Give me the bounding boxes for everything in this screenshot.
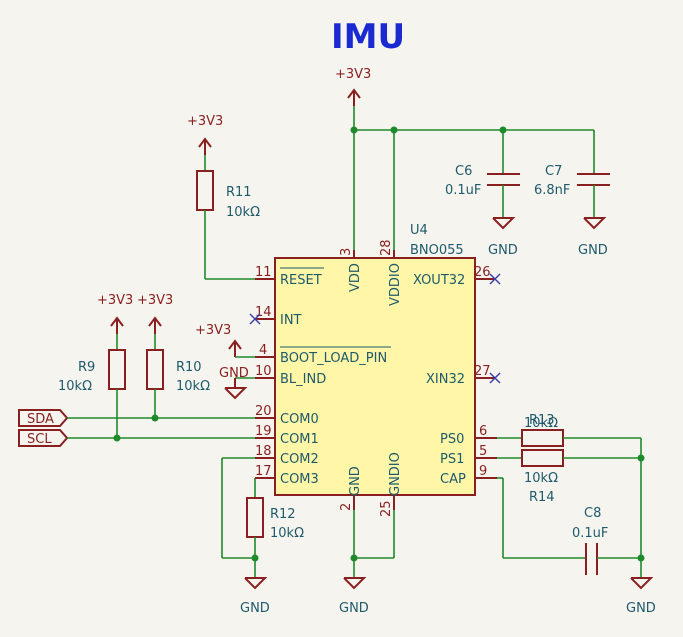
r13-value-label: 10kΩ <box>524 416 558 431</box>
ic-ref: U4 <box>410 223 428 238</box>
c8-gnd-label: GND <box>626 601 656 616</box>
xin32-no-connect-icon <box>489 372 501 384</box>
c7-ref: C7 <box>545 164 562 179</box>
r11-v3v3-label: +3V3 <box>187 114 223 129</box>
resistor-r9: +3V3 R9 10kΩ <box>58 293 133 438</box>
r9-value: 10kΩ <box>58 379 92 394</box>
ic-bottom-pins: GND 2 GNDIO 25 <box>339 452 403 517</box>
pin-27-num: 27 <box>474 364 491 379</box>
pin-int-name: INT <box>280 313 302 328</box>
pin-4-num: 4 <box>259 343 267 358</box>
c6-value: 0.1uF <box>445 183 481 198</box>
r12-gnd-label: GND <box>240 601 270 616</box>
pin-26-num: 26 <box>474 265 491 280</box>
ic-gnd-label: GND <box>339 601 369 616</box>
pin-18-num: 18 <box>255 444 272 459</box>
ic-bno055: U4 BNO055 11 RESET 14 INT 4 BOOT_LOAD_PI… <box>249 223 501 517</box>
pin-14-num: 14 <box>255 305 272 320</box>
pin-9-num: 9 <box>479 464 487 479</box>
v3v3-top-label: +3V3 <box>335 67 371 82</box>
resistor-r11: +3V3 R11 10kΩ <box>187 114 260 280</box>
pin-20-num: 20 <box>255 404 272 419</box>
sda-label: SDA <box>27 412 54 427</box>
c8-ref: C8 <box>584 506 601 521</box>
boot-power-symbol: +3V3 <box>195 323 255 358</box>
c8-gnd-symbol: GND <box>626 577 656 616</box>
pin-vdd-name: VDD <box>348 263 363 292</box>
r12-value: 10kΩ <box>270 526 304 541</box>
r13-ref: R13 <box>529 413 555 428</box>
pin-25-num: 25 <box>379 500 394 517</box>
pin-19-num: 19 <box>255 424 272 439</box>
pin-2-num: 2 <box>339 503 354 511</box>
pin-10-num: 10 <box>255 364 272 379</box>
vdd-power-symbol: +3V3 <box>335 67 371 106</box>
pin-17-num: 17 <box>255 464 272 479</box>
ic-top-pins: 3 VDD 28 VDDIO <box>339 239 403 306</box>
pin-5-num: 5 <box>479 444 487 459</box>
ic-gnd-symbol: GND <box>339 577 369 616</box>
c7-value: 6.8nF <box>534 183 570 198</box>
net-label-scl: SCL <box>18 429 69 447</box>
c6-ref: C6 <box>455 164 472 179</box>
pin-gnd-name: GND <box>348 466 363 496</box>
resistor-r12: R12 10kΩ GND <box>240 497 304 616</box>
c8-value: 0.1uF <box>572 526 608 541</box>
pin-com1-name: COM1 <box>280 432 319 447</box>
pin-ps1-name: PS1 <box>440 452 464 467</box>
r12-ref: R12 <box>270 507 296 522</box>
pin-cap-name: CAP <box>440 472 466 487</box>
r11-value: 10kΩ <box>226 205 260 220</box>
int-no-connect-icon <box>249 313 261 325</box>
ic-right-pins: 26 XOUT32 27 XIN32 6 PS0 5 PS1 9 CAP <box>413 265 497 487</box>
pin-vddio-name: VDDIO <box>388 263 403 306</box>
pin-11-num: 11 <box>255 265 272 280</box>
pin-com0-name: COM0 <box>280 412 319 427</box>
pin-boot-name: BOOT_LOAD_PIN <box>280 351 387 366</box>
pin-28-num: 28 <box>379 239 394 256</box>
pin-6-num: 6 <box>479 424 487 439</box>
r14-value-label: 10kΩ <box>524 471 558 486</box>
pin-xout32-name: XOUT32 <box>413 273 465 288</box>
sheet-title: IMU <box>331 17 405 57</box>
r10-ref: R10 <box>176 360 202 375</box>
pin-ps0-name: PS0 <box>440 432 464 447</box>
ic-value: BNO055 <box>410 243 464 258</box>
capacitor-c6: C6 0.1uF GND <box>445 130 520 258</box>
resistor-r10: +3V3 R10 10kΩ <box>137 293 210 418</box>
r14-ref: R14 <box>529 490 555 505</box>
r9-ref: R9 <box>78 360 95 375</box>
r11-ref: R11 <box>226 185 252 200</box>
scl-label: SCL <box>27 432 52 447</box>
pin-reset-name: RESET <box>280 273 322 288</box>
pin-3-num: 3 <box>339 248 354 256</box>
r10-v3v3-label: +3V3 <box>137 293 173 308</box>
xout32-no-connect-icon <box>489 273 501 285</box>
pin-blind-name: BL_IND <box>280 372 326 387</box>
capacitor-c8: C8 0.1uF <box>572 506 608 575</box>
c6-gnd-label: GND <box>488 243 518 258</box>
pin-gndio-name: GNDIO <box>388 452 403 496</box>
r9-v3v3-label: +3V3 <box>97 293 133 308</box>
capacitor-c7: C7 6.8nF GND <box>534 130 610 258</box>
boot-v3v3-label: +3V3 <box>195 323 231 338</box>
r10-value: 10kΩ <box>176 379 210 394</box>
net-label-sda: SDA <box>18 409 69 427</box>
pin-com3-name: COM3 <box>280 472 319 487</box>
pin-xin32-name: XIN32 <box>426 372 465 387</box>
ic-left-pins: 11 RESET 14 INT 4 BOOT_LOAD_PIN 10 BL_IN… <box>255 265 391 487</box>
c7-gnd-label: GND <box>578 243 608 258</box>
bl-ind-gnd-symbol: GND <box>219 366 255 400</box>
pin-com2-name: COM2 <box>280 452 319 467</box>
